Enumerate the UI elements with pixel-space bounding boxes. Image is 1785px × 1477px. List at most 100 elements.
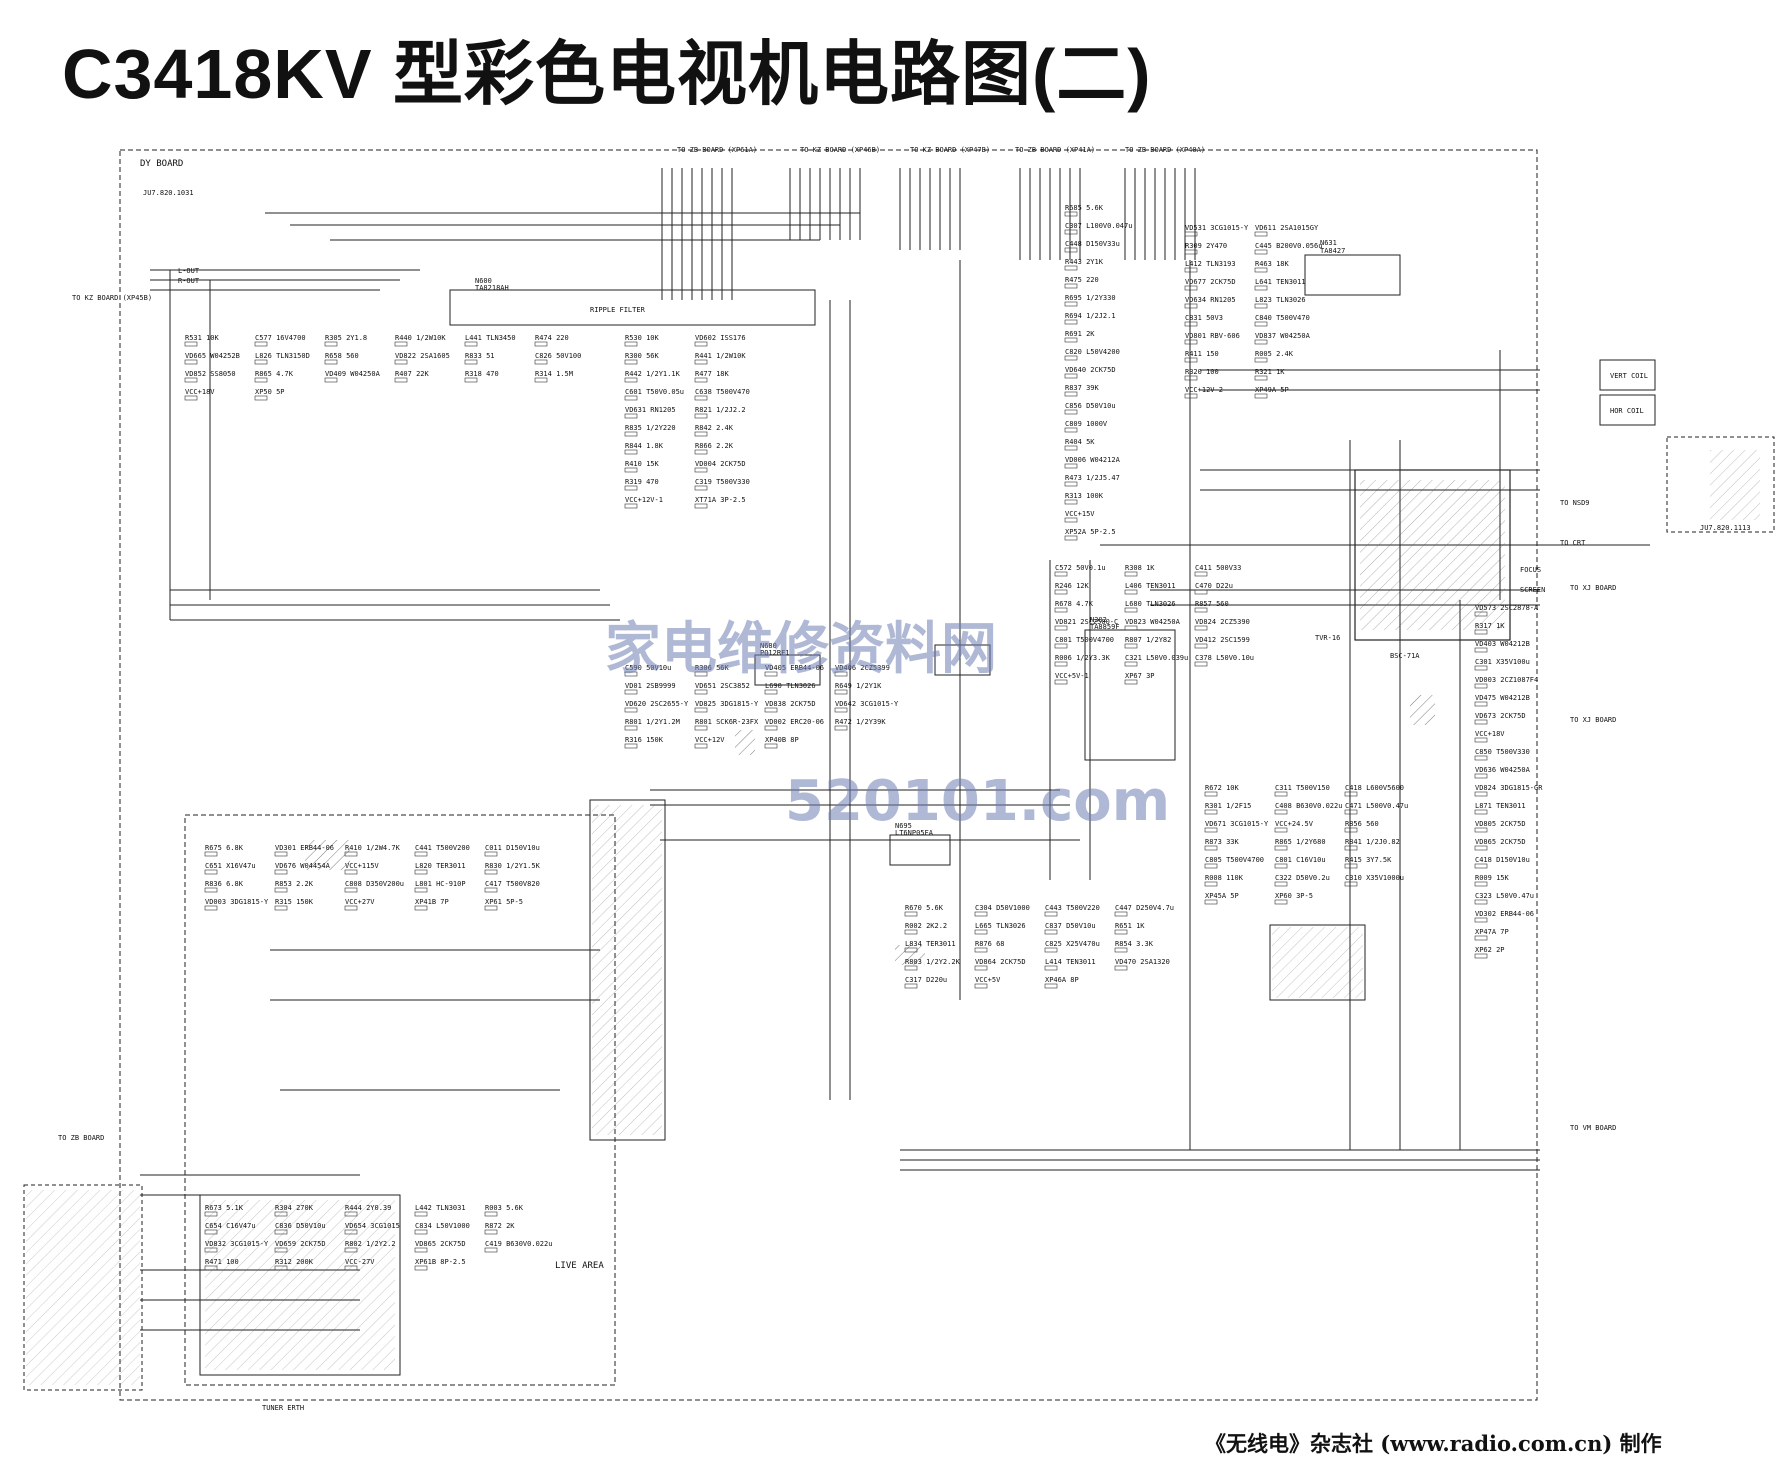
component-glyph [1474,665,1488,671]
component-glyph [974,947,988,953]
component-glyph [414,869,428,875]
connector-top-3: TO KZ BOARD (XP47B) [910,146,990,154]
component-glyph [274,905,288,911]
component-label: R410 1/2W4.7K [345,844,401,852]
component-glyph [694,377,708,383]
component-glyph [1064,247,1078,253]
component-label: R415 3Y7.5K [1345,856,1392,864]
component-glyph [1184,285,1198,291]
component-label: R841 1/2J0.82 [1345,838,1400,846]
component-label: L665 TLN3026 [975,922,1026,930]
component-glyph [1344,791,1358,797]
component-label: R314 1.5M [535,370,573,378]
component-label: VCC+15V [1065,510,1095,518]
component-label: R531 10K [185,334,220,342]
component-glyph [694,707,708,713]
component-label: R694 1/2J2.1 [1065,312,1116,320]
component-glyph [394,341,408,347]
component-glyph [1254,393,1268,399]
signal-l-out: L-OUT [178,267,200,275]
component-label: VD671 3CG1015-Y [1205,820,1269,828]
component-label: R803 1/2Y2.2K [905,958,961,966]
aux-hatch [1710,450,1760,520]
component-glyph [624,743,638,749]
component-label: C441 T500V200 [415,844,470,852]
ic-n696 [934,644,991,676]
component-glyph [624,467,638,473]
component-glyph [184,395,198,401]
component-glyph [1124,661,1138,667]
component-glyph [1064,301,1078,307]
component-glyph [624,413,638,419]
component-glyph [1064,463,1078,469]
component-glyph [254,395,268,401]
component-label: VD302 ERB44-06 [1475,910,1534,918]
component-glyph [694,395,708,401]
component-label: VD824 2CZ5390 [1195,618,1250,626]
component-glyph [624,725,638,731]
component-label: R649 1/2Y1K [835,682,882,690]
component-glyph [1064,391,1078,397]
ic-n631-part: TA8427 [1320,247,1345,255]
left-to-zb-label: TO ZB BOARD [58,1134,104,1142]
component-glyph [764,671,778,677]
component-label: L442 TLN3031 [415,1204,466,1212]
component-label: R304 270K [275,1204,314,1212]
component-label: R471 100 [205,1258,239,1266]
component-label: R695 1/2Y330 [1065,294,1116,302]
ic-n695-part: LT6NP05FA [895,829,934,837]
component-glyph [414,887,428,893]
component-label: R321 1K [1255,368,1285,376]
component-glyph [484,1211,498,1217]
component-glyph [834,689,848,695]
component-label: R410 15K [625,460,660,468]
ic-n600-part: TA8218AH [475,284,509,292]
component-label: VD838 2CK75D [765,700,816,708]
component-glyph [1204,845,1218,851]
component-glyph [1044,929,1058,935]
component-glyph [1184,231,1198,237]
component-glyph [344,851,358,857]
component-glyph [624,431,638,437]
component-glyph [534,341,548,347]
component-label: C590 50V10u [625,664,671,672]
component-glyph [1474,701,1488,707]
component-label: C321 L50V0.039u [1125,654,1188,662]
component-glyph [1054,625,1068,631]
component-label: VD805 2CK75D [1475,820,1526,828]
component-glyph [344,905,358,911]
component-label: R856 560 [1345,820,1379,828]
ic-n302 [1084,629,1176,761]
board-name-label: DY BOARD [140,159,183,169]
component-label: R313 100K [1065,492,1104,500]
focus-label: FOCUS [1520,566,1541,574]
component-glyph [1274,881,1288,887]
component-glyph [1344,809,1358,815]
component-glyph [1204,809,1218,815]
component-label: VD620 2SC2655-Y [625,700,689,708]
component-label: R440 1/2W10K [395,334,446,342]
sub-board-hatch [26,1190,140,1385]
component-label: R444 2Y0.39 [345,1204,391,1212]
component-glyph [1064,427,1078,433]
component-label: XT71A 3P-2.5 [695,496,746,504]
component-glyph [1474,683,1488,689]
watermark-2: 520101.com [785,769,1170,834]
component-glyph [1254,339,1268,345]
component-glyph [1474,611,1488,617]
ic-n302-part: TA8859F [1090,623,1120,631]
component-glyph [184,341,198,347]
component-label: R821 1/2J2.2 [695,406,746,414]
power-hatch [205,1200,395,1370]
component-glyph [1054,643,1068,649]
connector-top-1: TO ZB BOARD (XP61A) [677,146,757,154]
component-glyph [324,341,338,347]
component-label: C836 D50V10u [275,1222,326,1230]
component-glyph [1064,355,1078,361]
component-glyph [254,341,268,347]
component-glyph [204,887,218,893]
component-label: C831 50V3 [1185,314,1223,322]
component-glyph [1474,863,1488,869]
component-glyph [1254,303,1268,309]
